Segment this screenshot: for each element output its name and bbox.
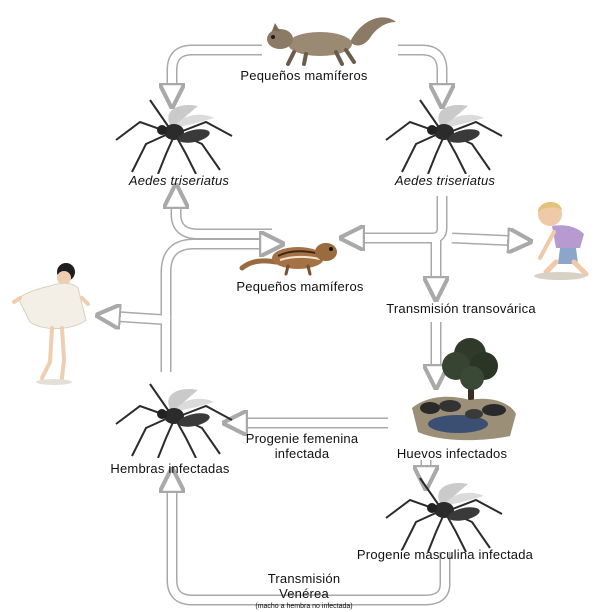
- mosquito-icon: [380, 92, 508, 174]
- label-venereal-line2: Venérea: [236, 586, 372, 601]
- label-infected-females: Hembras infectadas: [82, 461, 258, 476]
- boy-icon: [530, 198, 595, 280]
- label-venereal-line1: Transmisión: [236, 571, 372, 586]
- girl-icon: [12, 258, 92, 386]
- mosquito-icon: [380, 470, 508, 552]
- label-female-progeny-line2: infectada: [214, 446, 390, 461]
- label-small-mammals-top: Pequeños mamíferos: [224, 68, 384, 83]
- label-small-mammals-center: Pequeños mamíferos: [220, 279, 380, 294]
- label-venereal-note: (macho a hembra no infectada): [206, 603, 402, 611]
- label-aedes-right: Aedes triseriatus: [370, 173, 520, 188]
- label-aedes-left: Aedes triseriatus: [104, 173, 254, 188]
- label-infected-eggs: Huevos infectados: [372, 446, 532, 461]
- squirrel-icon: [258, 8, 400, 68]
- tree-hole-eggs-icon: [410, 332, 520, 442]
- label-transovarial-transmission: Transmisión transovárica: [356, 301, 566, 316]
- label-female-progeny-line1: Progenie femenina: [214, 431, 390, 446]
- chipmunk-icon: [238, 232, 344, 276]
- label-male-progeny: Progenie masculina infectada: [320, 547, 570, 562]
- mosquito-icon: [110, 92, 238, 174]
